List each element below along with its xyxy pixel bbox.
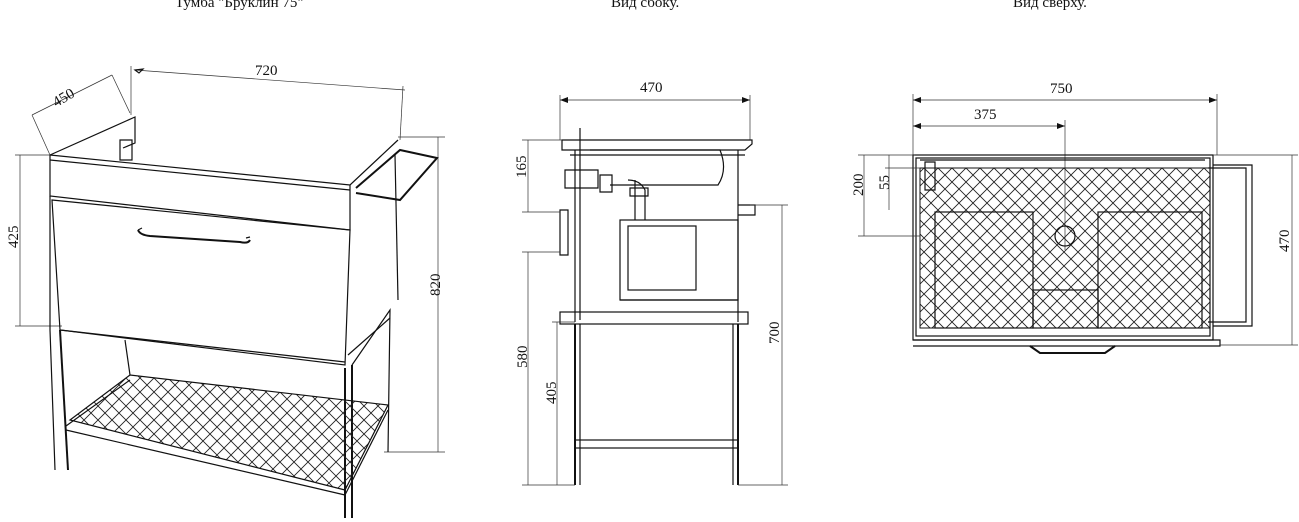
dim-iso-height: 820: [428, 274, 444, 297]
side-view-title: Вид сбоку.: [611, 0, 680, 11]
dim-side-shelf: 405: [544, 382, 560, 405]
dim-iso-depth: 450: [50, 86, 77, 111]
dim-side-top: 165: [514, 156, 530, 179]
dim-top-depth: 470: [1277, 230, 1293, 253]
isometric-view: 720 450 425 820: [6, 63, 445, 518]
dim-top-200: 200: [851, 174, 867, 197]
dim-side-lower: 580: [515, 346, 531, 369]
dim-iso-drawer: 425: [6, 226, 22, 249]
dim-side-depth: 470: [640, 80, 663, 96]
dim-iso-width: 720: [255, 63, 278, 79]
main-title: Тумба "Бруклин 75": [175, 0, 304, 11]
dim-top-55: 55: [877, 175, 893, 190]
top-view-title: Вид сверху.: [1013, 0, 1087, 11]
top-view: 750 375 200 55 470: [851, 81, 1298, 354]
dim-top-width: 750: [1050, 81, 1073, 97]
side-view: 470 165 580 405: [514, 80, 788, 486]
dim-side-frame: 700: [767, 322, 783, 345]
dim-top-half: 375: [974, 107, 997, 123]
